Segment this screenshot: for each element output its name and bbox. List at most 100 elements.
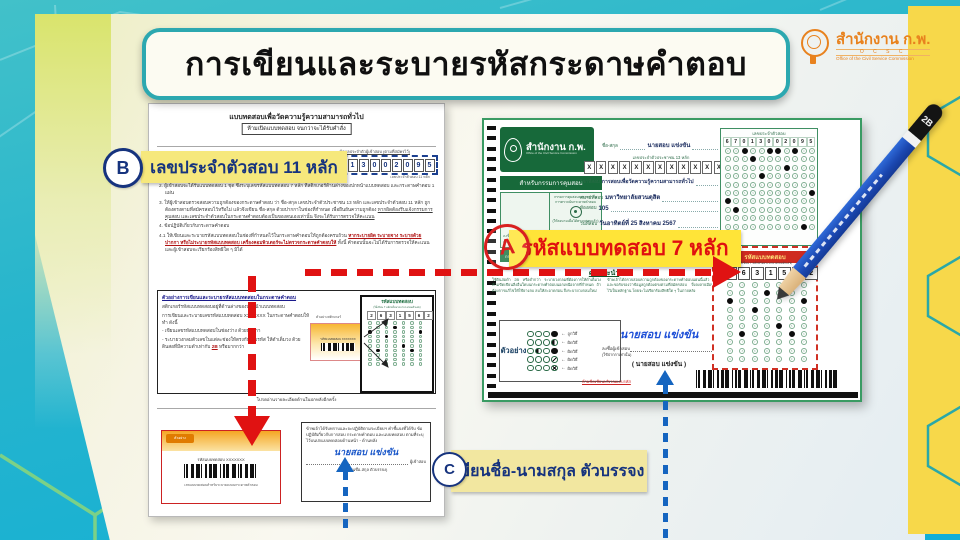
divider xyxy=(157,146,436,147)
bubble: 8 xyxy=(783,215,790,222)
bubble: 1 xyxy=(792,156,799,163)
barcode-bar xyxy=(829,370,832,388)
hexagon-pattern-strip xyxy=(926,95,960,487)
barcode-bar xyxy=(226,464,229,478)
bubble-filled xyxy=(418,330,423,334)
bubble: 5 xyxy=(788,322,795,329)
example-row-label: ถูกวิธี xyxy=(567,331,578,337)
barcode-bar xyxy=(196,464,200,478)
bullet-red-text: 2B xyxy=(211,344,218,350)
dotted-line xyxy=(306,460,408,466)
booklet-title: แบบทดสอบเพื่อวัดความรู้ความสามารถทั่วไป xyxy=(229,114,364,121)
bubble: 9 xyxy=(800,355,807,362)
bubble-filled xyxy=(792,148,799,154)
field-name: ชื่อ-สกุล นายสอบ แข่งขัน xyxy=(602,140,718,150)
timing-mark xyxy=(487,311,496,316)
bubble: 7 xyxy=(393,353,397,357)
callout-letter: A xyxy=(497,233,517,260)
bubble-filled xyxy=(739,331,746,338)
ocsc-acronym: O C S C xyxy=(836,48,931,57)
barcode-bar xyxy=(338,343,339,351)
bubble: 5 xyxy=(727,322,734,329)
exam-id-header: เลขประจำตัวสอบ xyxy=(752,131,786,136)
bubble: 4 xyxy=(800,181,807,188)
bubble: 2 xyxy=(775,164,782,171)
example-bubble-e xyxy=(543,347,550,355)
page-title: การเขียนและระบายรหัสกระดาษคำตอบ xyxy=(185,45,747,82)
timing-mark xyxy=(487,156,496,161)
bubble: 5 xyxy=(750,189,757,196)
digit-cell: 3 xyxy=(756,137,765,147)
bubble-filled xyxy=(766,148,773,154)
barcode-bar xyxy=(752,370,754,388)
bubble: 0 xyxy=(418,321,423,325)
digit-cell: 2 xyxy=(781,137,790,147)
bubble: 0 xyxy=(763,282,770,288)
booklet-instructions: 2. ผู้เข้าสอบจะได้รับแบบทดสอบ 1 ชุด ซึ่ง… xyxy=(159,182,435,255)
barcode-bar xyxy=(209,464,212,478)
shading-example-row: ←ผิดวิธี xyxy=(527,339,620,346)
test-code-subtitle: (ให้เขียน 7 หลักพร้อมระบายวงกลมตัวเลข) xyxy=(737,261,793,265)
proctor-check-cell: กรรมการคุมสอบลงนามกำกับการตรวจนับกระดาษค… xyxy=(549,193,601,247)
bubble: 1 xyxy=(758,156,765,163)
shading-example-row: ←ถูกวิธี xyxy=(527,330,620,338)
shading-example-row: ←ผิดวิธี xyxy=(527,356,620,363)
bubble: 4 xyxy=(724,181,731,188)
bubble: 9 xyxy=(763,355,770,362)
bubble: 8 xyxy=(763,347,770,354)
bubble: 9 xyxy=(741,223,748,230)
bubble: 5 xyxy=(724,189,731,196)
thumb-bubble-grid: 0000000111111222223333334444444555555666… xyxy=(367,320,427,367)
blue-dashed-line-left xyxy=(343,471,348,533)
digit-cell: X xyxy=(584,161,595,174)
instruction-text: 4.1 ให้เขียนและระบายรหัสแบบทดสอบในช่องที… xyxy=(159,232,349,238)
bubble: 8 xyxy=(733,215,740,222)
bubble: 3 xyxy=(800,173,807,180)
barcode-bar xyxy=(350,343,354,351)
bubble-filled xyxy=(775,148,782,154)
bubble-filled xyxy=(727,298,734,305)
example-row-label: ผิดวิธี xyxy=(567,348,578,354)
bubble: 5 xyxy=(418,343,423,348)
bubble: 1 xyxy=(800,156,807,163)
bubble: 9 xyxy=(776,355,783,362)
digit-cell: X xyxy=(607,161,619,174)
bubble: 3 xyxy=(733,173,740,180)
example-bubble-e xyxy=(527,356,534,363)
example-box-bullets: สติกเกอร์รหัสแบบทดสอบอยู่ที่ด้านล่างของป… xyxy=(162,304,312,353)
bubble: 8 xyxy=(727,347,734,354)
timing-marks-bottom xyxy=(488,392,858,398)
bubble: 5 xyxy=(733,189,740,196)
bubble: 5 xyxy=(410,343,414,348)
bubble: 4 xyxy=(775,181,782,188)
barcode-icon xyxy=(696,370,852,388)
barcode-bar xyxy=(762,370,766,388)
digit-cell: 6 xyxy=(414,311,424,320)
bubble: 7 xyxy=(792,206,799,213)
bubble: 7 xyxy=(376,353,381,357)
bubble: 8 xyxy=(751,347,758,354)
digit-cell: X xyxy=(678,161,689,174)
bubble: 7 xyxy=(809,206,816,213)
field-label: วันที่สอบ xyxy=(580,221,598,226)
bubble: 4 xyxy=(763,314,770,321)
bubble: 2 xyxy=(750,164,757,171)
callout-letter: B xyxy=(116,157,130,178)
ack-text: ข้าพเจ้าได้รับทราบและจะปฏิบัติตามระเบียบ… xyxy=(306,426,424,444)
dotted-line xyxy=(677,223,718,228)
barcode-bar xyxy=(184,464,185,478)
thumb-title: รหัสแบบทดสอบ xyxy=(381,299,413,304)
ocsc-emblem-icon xyxy=(798,27,830,67)
barcode-bar xyxy=(771,370,773,388)
digit-cell: 0 xyxy=(764,137,774,147)
bubble: 6 xyxy=(758,198,765,205)
barcode-bar xyxy=(789,370,791,388)
example-bubble-e xyxy=(527,364,534,372)
bubble: 8 xyxy=(809,215,816,222)
field-value: 105 xyxy=(598,206,609,212)
barcode-bar xyxy=(821,370,822,388)
barcode-bar xyxy=(833,370,837,388)
bubble: 5 xyxy=(800,322,807,329)
timing-mark xyxy=(487,352,496,357)
bubble: 3 xyxy=(766,173,773,180)
